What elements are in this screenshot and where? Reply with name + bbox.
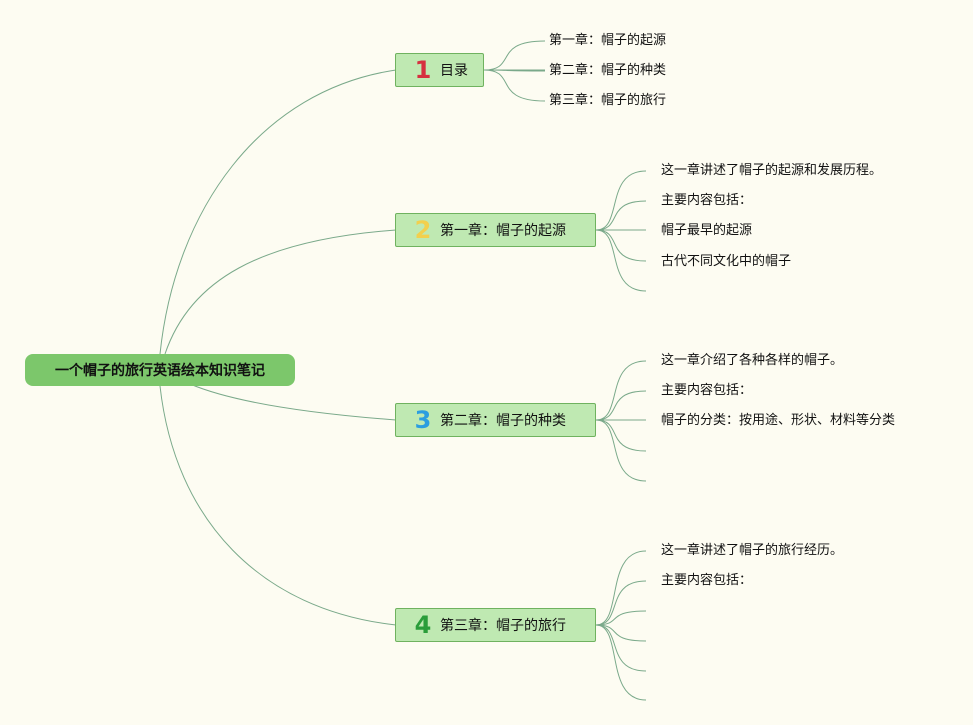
branch-chapter-1[interactable]: 2 第一章：帽子的起源 (395, 213, 596, 247)
branch-toc[interactable]: 1 目录 (395, 53, 484, 87)
root-link-4 (159, 385, 397, 626)
branch-chapter-3-label: 第三章：帽子的旅行 (440, 618, 566, 634)
leaf-toc-1[interactable]: 第一章：帽子的起源 (549, 33, 667, 48)
root-link-2 (164, 229, 397, 355)
leaf-ch1-4[interactable]: 古代不同文化中的帽子 (661, 254, 792, 269)
leaf-ch2-1[interactable]: 这一章介绍了各种各样的帽子。 (661, 353, 844, 368)
leaf-ch1-2[interactable]: 主要内容包括： (661, 193, 753, 208)
ch1-link-4 (595, 229, 647, 262)
ch2-link-5 (595, 419, 647, 482)
ch3-link-4 (595, 624, 647, 642)
number-2-icon: 2 (414, 216, 432, 244)
leaf-ch3-1[interactable]: 这一章讲述了帽子的旅行经历。 (661, 543, 844, 558)
leaf-ch2-2[interactable]: 主要内容包括： (661, 383, 753, 398)
leaf-ch1-3[interactable]: 帽子最早的起源 (661, 223, 753, 238)
branch-chapter-2-label: 第二章：帽子的种类 (440, 413, 566, 429)
ch1-link-1 (595, 170, 647, 231)
leaf-toc-2[interactable]: 第二章：帽子的种类 (549, 63, 667, 78)
toc-link-1 (483, 40, 546, 71)
ch2-link-1 (595, 360, 647, 421)
ch1-link-2 (595, 200, 647, 231)
root-topic-label: 一个帽子的旅行英语绘本知识笔记 (55, 363, 265, 379)
ch3-link-1 (595, 550, 647, 626)
ch1-link-5 (595, 229, 647, 292)
branch-chapter-2[interactable]: 3 第二章：帽子的种类 (395, 403, 596, 437)
leaf-ch1-1[interactable]: 这一章讲述了帽子的起源和发展历程。 (661, 163, 883, 178)
number-4-icon: 4 (414, 611, 432, 639)
ch2-link-2 (595, 390, 647, 421)
leaf-ch3-2[interactable]: 主要内容包括： (661, 573, 753, 588)
root-link-1 (159, 69, 397, 355)
branch-toc-label: 目录 (440, 63, 468, 79)
root-topic[interactable]: 一个帽子的旅行英语绘本知识笔记 (25, 354, 295, 386)
root-link-3 (189, 383, 397, 421)
ch3-link-5 (595, 624, 647, 672)
leaf-ch2-3[interactable]: 帽子的分类：按用途、形状、材料等分类 (661, 413, 896, 428)
ch3-link-2 (595, 580, 647, 626)
number-3-icon: 3 (414, 406, 432, 434)
ch3-link-6 (595, 624, 647, 701)
leaf-toc-3[interactable]: 第三章：帽子的旅行 (549, 93, 667, 108)
number-1-icon: 1 (414, 56, 432, 84)
toc-link-3 (483, 69, 546, 102)
ch2-link-4 (595, 419, 647, 452)
branch-chapter-3[interactable]: 4 第三章：帽子的旅行 (395, 608, 596, 642)
branch-chapter-1-label: 第一章：帽子的起源 (440, 223, 566, 239)
ch3-link-3 (595, 610, 647, 626)
